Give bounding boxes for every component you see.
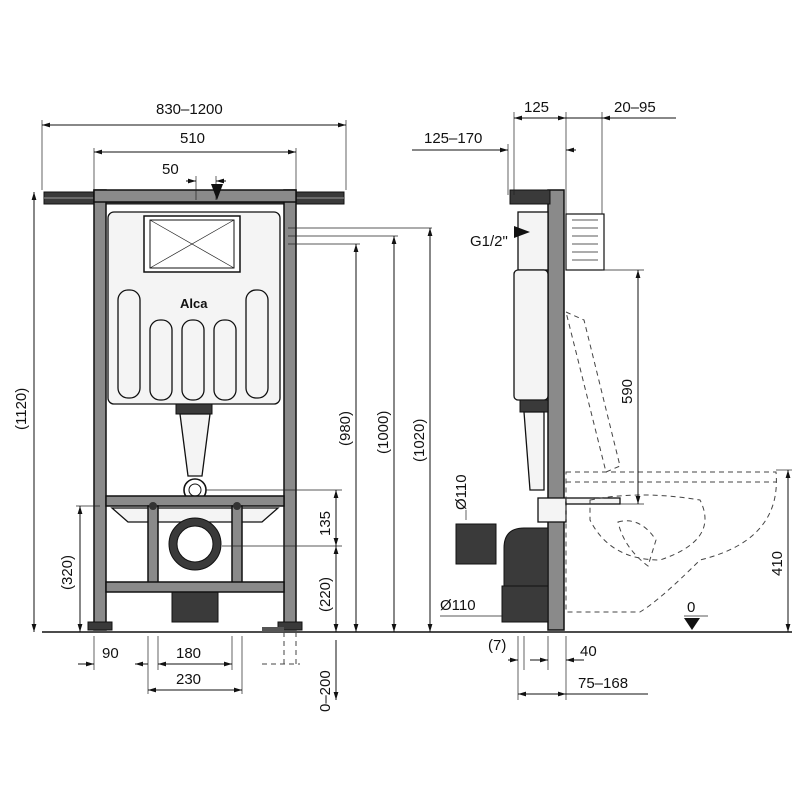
wall-anchor: [565, 213, 605, 271]
dimension-label-side-view-dia-110-top: Ø110: [453, 474, 470, 510]
dimension-label-front-view-w-180: 180: [176, 645, 201, 662]
dimension-label-side-view-d-20-95: 20–95: [614, 99, 656, 116]
dimension-label-front-view-w-90: 90: [102, 645, 119, 662]
dimension-label-side-view-h-410: 410: [769, 551, 786, 576]
dimension-label-front-view-h-220: (220): [317, 577, 334, 612]
toilet-bowl-outline: [565, 471, 777, 613]
side-post: [547, 189, 565, 631]
left-post: [93, 189, 107, 631]
side-dimensions: 125 20–95 125–170 G1/2" 590 410 Ø110 Ø11…: [412, 99, 792, 700]
dimension-label-front-view-total-height: (1120): [13, 388, 30, 430]
dimension-label-front-view-adj-0-200: 0–200: [317, 670, 334, 712]
dimension-label-side-view-d-75-168: 75–168: [578, 675, 628, 692]
dimension-label-front-view-h-980: (980): [337, 411, 354, 446]
dimension-label-front-view-h-320: (320): [59, 555, 76, 590]
side-view: [455, 189, 777, 631]
dimension-label-side-view-d-125-170: 125–170: [424, 130, 482, 147]
dimension-label-front-view-h-1020: (1020): [411, 419, 428, 462]
dimension-label-side-view-d-40: 40: [580, 643, 597, 660]
dimension-label-side-view-water-inlet: G1/2": [470, 233, 508, 250]
front-dimensions: 830–1200 510 50 (1120) (980) (1000) (102…: [13, 101, 433, 712]
front-view: Alca: [43, 189, 345, 632]
dimension-label-side-view-d-125: 125: [524, 99, 549, 116]
dimension-label-front-view-h-135: 135: [317, 511, 334, 536]
brand-logo: Alca: [180, 296, 208, 311]
dimension-label-front-view-offset: 50: [162, 161, 179, 178]
dimension-label-front-view-frame-width: 510: [180, 130, 205, 147]
right-post: [283, 189, 297, 631]
dimension-label-side-view-dia-110-bottom: Ø110: [440, 597, 476, 614]
dimension-label-front-view-width-range: 830–1200: [156, 101, 223, 118]
dimension-label-front-view-h-1000: (1000): [375, 411, 392, 454]
dimension-label-side-view-d-7: (7): [488, 637, 506, 654]
dimension-label-side-view-zero-level: 0: [687, 599, 695, 616]
dimension-label-front-view-w-230: 230: [176, 671, 201, 688]
dimension-label-side-view-h-590: 590: [619, 379, 636, 404]
